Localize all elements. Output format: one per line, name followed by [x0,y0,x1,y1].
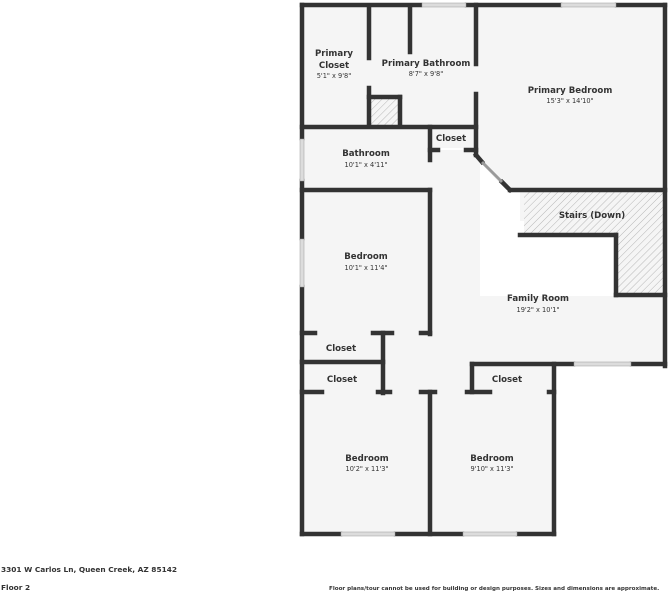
window-top-bath [421,2,467,8]
room-name: Closet [436,134,466,144]
room-name: Closet [492,375,522,385]
room-family-room: Family Room 19'2" x 10'1" [507,294,569,314]
room-primary-bedroom: Primary Bedroom 15'3" x 14'10" [528,86,613,105]
room-primary-bathroom: Primary Bathroom 8'7" x 9'8" [382,59,471,78]
room-name: Stairs (Down) [559,211,625,221]
walls [299,2,668,537]
window-left-bath [299,138,305,182]
room-name: Bedroom [470,454,514,464]
room-bedroom-3: Bedroom 9'10" x 11'3" [470,454,514,473]
room-name: Bedroom [344,252,388,262]
room-closet-2: Closet [327,375,357,385]
room-dimensions: 10'1" x 11'4" [345,264,388,272]
room-name: Bathroom [342,149,390,159]
room-dimensions: 5'1" x 9'8" [317,72,352,80]
room-name: Bedroom [345,454,389,464]
room-dimensions: 10'2" x 11'3" [346,465,389,473]
room-bathroom: Bathroom 10'1" x 4'11" [342,149,390,169]
room-closet-3: Closet [492,375,522,385]
room-name: Closet [327,375,357,385]
floor-label: Floor 2 [1,583,31,592]
window-family [573,361,632,367]
room-dimensions: 10'1" x 4'11" [345,161,388,169]
shaft-area [370,97,399,126]
room-bedroom-2: Bedroom 10'2" x 11'3" [345,454,389,473]
window-bedroom3 [462,531,518,537]
room-dimensions: 19'2" x 10'1" [517,306,560,314]
window-top-bedroom [560,2,617,8]
room-dimensions: 15'3" x 14'10" [546,97,593,105]
room-name: Primary Bathroom [382,59,471,69]
room-stairs: Stairs (Down) [559,211,625,221]
room-primary-closet: Primary Closet 5'1" x 9'8" [315,49,353,80]
disclaimer-text: Floor plans/tour cannot be used for buil… [329,586,660,592]
room-name: Primary [315,49,353,59]
windows [299,2,632,537]
floor-area [302,5,665,534]
property-address: 3301 W Carlos Ln, Queen Creek, AZ 85142 [1,565,178,574]
room-bedroom-1: Bedroom 10'1" x 11'4" [344,252,388,272]
room-name: Closet [319,61,349,71]
room-dimensions: 9'10" x 11'3" [471,465,514,473]
stairs-area [524,190,665,296]
room-labels: Primary Closet 5'1" x 9'8" Primary Bathr… [315,49,625,473]
room-closet-1: Closet [326,344,356,354]
window-left-bedroom [299,238,305,288]
room-name: Closet [326,344,356,354]
room-hall-closet: Closet [436,134,466,144]
window-diagonal [480,160,504,184]
room-name: Primary Bedroom [528,86,613,96]
room-name: Family Room [507,294,569,304]
window-bedroom2 [340,531,396,537]
room-dimensions: 8'7" x 9'8" [409,70,444,78]
